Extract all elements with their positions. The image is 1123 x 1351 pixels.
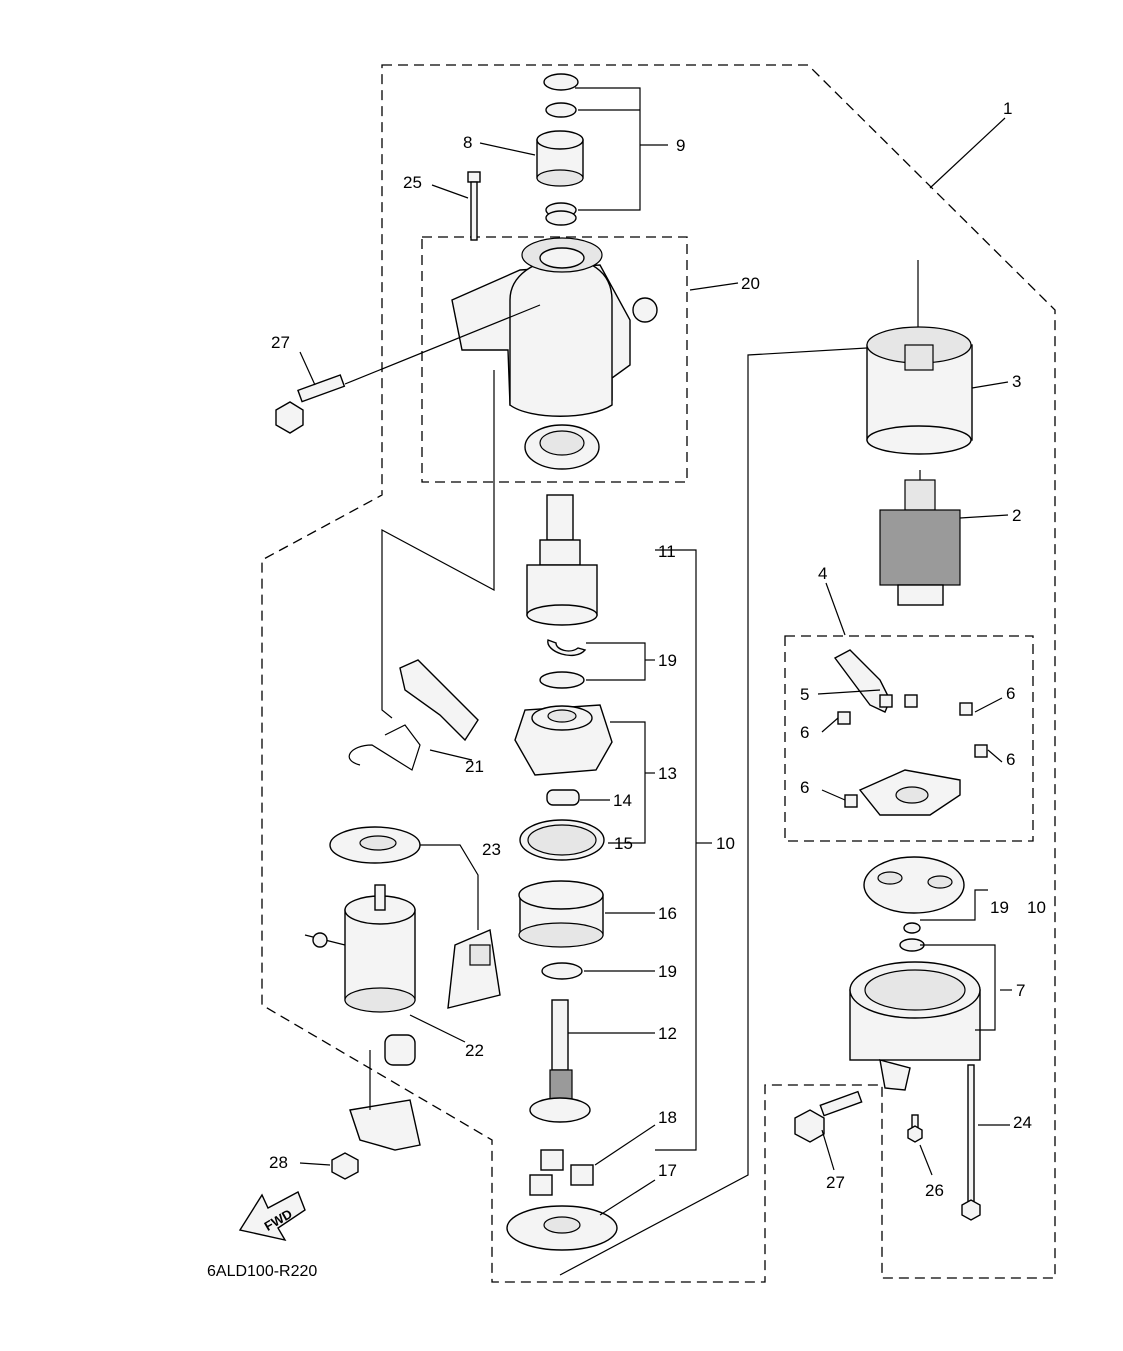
yoke-3 bbox=[866, 326, 973, 455]
callout-1: 1 bbox=[1003, 99, 1012, 118]
bushing-14 bbox=[546, 789, 580, 806]
callout-5: 5 bbox=[800, 685, 809, 704]
drive-shaft-11 bbox=[526, 494, 598, 626]
assembly-outline-20 bbox=[421, 236, 688, 483]
callout-27: 27 bbox=[826, 1173, 845, 1192]
callout-16: 16 bbox=[658, 904, 677, 923]
callout-20: 20 bbox=[741, 274, 760, 293]
callout-6: 6 bbox=[1006, 684, 1015, 703]
bolt-27-upper bbox=[275, 304, 541, 434]
end-cover-7 bbox=[849, 938, 981, 1091]
callout-4: 4 bbox=[818, 564, 827, 583]
drawing-code: 6ALD100-R220 bbox=[207, 1263, 317, 1280]
assembly-outline-main bbox=[261, 64, 1056, 1283]
callout-19: 19 bbox=[658, 962, 677, 981]
callout-15: 15 bbox=[614, 834, 633, 853]
clip-19-upper bbox=[539, 639, 587, 689]
bracket-28 bbox=[331, 1050, 421, 1180]
callout-13: 13 bbox=[658, 764, 677, 783]
callout-14: 14 bbox=[613, 791, 632, 810]
lever-21 bbox=[348, 659, 479, 771]
leader-lines bbox=[299, 87, 1012, 1216]
callout-28: 28 bbox=[269, 1153, 288, 1172]
callout-11: 11 bbox=[658, 542, 676, 561]
planet-shaft-12 bbox=[529, 999, 591, 1123]
through-bolt-24 bbox=[961, 1064, 981, 1221]
plate-23 bbox=[329, 826, 501, 1009]
screw-26 bbox=[907, 1114, 923, 1143]
group-line-10 bbox=[559, 260, 919, 1276]
callout-27: 27 bbox=[271, 333, 290, 352]
planet-gears-18 bbox=[529, 1149, 594, 1196]
callout-3: 3 bbox=[1012, 372, 1021, 391]
brush-holder-4 bbox=[833, 649, 988, 816]
solenoid-22 bbox=[304, 884, 416, 1066]
retainer-set-9 bbox=[543, 73, 579, 226]
callout-19: 19 bbox=[658, 651, 677, 670]
callout-labels: 1 2 3 4 5 6 6 6 6 7 8 9 10 10 11 12 13 1… bbox=[269, 99, 1046, 1200]
callout-21: 21 bbox=[465, 757, 484, 776]
callout-23: 23 bbox=[482, 840, 501, 859]
callout-18: 18 bbox=[658, 1108, 677, 1127]
bolt-27-lower bbox=[794, 1090, 863, 1143]
bracket-10 bbox=[655, 549, 697, 1151]
plate-19-right bbox=[863, 856, 965, 934]
callout-25: 25 bbox=[403, 173, 422, 192]
fwd-arrow: FWD bbox=[238, 1191, 306, 1242]
internal-gear-16 bbox=[518, 880, 604, 948]
callout-26: 26 bbox=[925, 1181, 944, 1200]
callout-10: 10 bbox=[716, 834, 735, 853]
clutch-housing-13 bbox=[514, 704, 613, 776]
bolt-25 bbox=[467, 171, 481, 241]
callout-6: 6 bbox=[800, 778, 809, 797]
callout-24: 24 bbox=[1013, 1113, 1032, 1132]
callout-7: 7 bbox=[1016, 981, 1025, 1000]
plate-17 bbox=[506, 1205, 618, 1251]
pinion-gear-8 bbox=[536, 130, 584, 187]
armature-2 bbox=[879, 470, 961, 606]
assembly-outline-4 bbox=[784, 635, 1034, 842]
washer-19-middle bbox=[541, 962, 583, 980]
callout-10: 10 bbox=[1027, 898, 1046, 917]
callout-8: 8 bbox=[463, 133, 472, 152]
callout-9: 9 bbox=[676, 136, 685, 155]
front-cover-20 bbox=[451, 237, 658, 470]
callout-19: 19 bbox=[990, 898, 1009, 917]
callout-6: 6 bbox=[800, 723, 809, 742]
callout-12: 12 bbox=[658, 1024, 677, 1043]
callout-6: 6 bbox=[1006, 750, 1015, 769]
callout-22: 22 bbox=[465, 1041, 484, 1060]
callout-2: 2 bbox=[1012, 506, 1021, 525]
callout-17: 17 bbox=[658, 1161, 677, 1180]
